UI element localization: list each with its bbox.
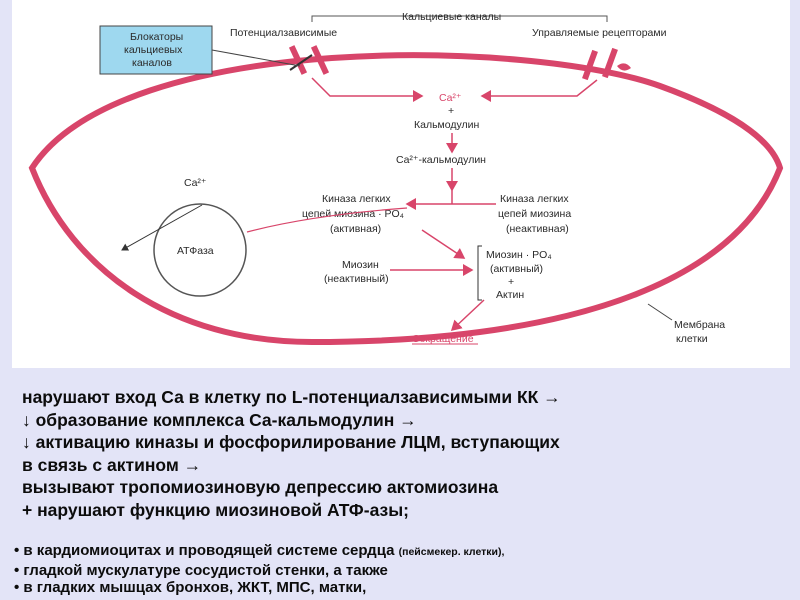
voltage-dependent-label: Потенциалзависимые (230, 27, 337, 39)
mlck-active: Киназа легких цепей миозина · PO₄ (актив… (302, 193, 404, 235)
calcium-channels-label: Кальциевые каналы (402, 11, 501, 23)
blockers-box: Блокаторы кальциевых каналов (99, 25, 301, 75)
svg-text:цепей миозина · PO₄: цепей миозина · PO₄ (302, 208, 404, 220)
svg-text:(активный): (активный) (490, 263, 543, 275)
membrane-label-2: клетки (676, 333, 708, 345)
text-line: ↓ образование комплекса Са-кальмодулин → (22, 409, 417, 430)
svg-text:Киназа легких: Киназа легких (322, 193, 391, 205)
ca-top-label: Ca²⁺ (439, 92, 462, 104)
text-line: + нарушают функцию миозиновой АТФ-азы; (22, 499, 409, 520)
receptor-operated-label: Управляемые рецепторами (532, 27, 667, 39)
plus-sign: + (448, 105, 454, 117)
atpase-circle (153, 203, 247, 297)
svg-text:кальциевых: кальциевых (124, 44, 183, 56)
mechanism-text: нарушают вход Са в клетку по L-потенциал… (22, 386, 792, 521)
svg-text:(неактивный): (неактивный) (324, 273, 389, 285)
bullet-list: • в кардиомиоцитах и проводящей системе … (14, 542, 794, 597)
bullet-item: • в гладких мышцах бронхов, ЖКТ, МПС, ма… (14, 579, 367, 596)
svg-text:+: + (508, 276, 514, 288)
mlck-inactive: Киназа легких цепей миозина (неактивная) (498, 193, 571, 235)
svg-text:Миозин: Миозин (342, 259, 379, 271)
svg-text:Киназа легких: Киназа легких (500, 193, 569, 205)
cell-membrane (28, 52, 784, 346)
svg-text:цепей миозина: цепей миозина (498, 208, 571, 220)
receptor-channel-icon (582, 47, 631, 81)
voltage-channel-icon (288, 45, 330, 75)
calmodulin-label: Кальмодулин (414, 119, 480, 131)
text-line: вызывают тропомиозиновую депрессию актом… (22, 477, 499, 497)
ca-calmodulin-label: Ca²⁺-кальмодулин (396, 154, 486, 166)
cell-diagram: Кальциевые каналы Потенциалзависимые Упр… (12, 0, 790, 368)
bullet-item: • в кардиомиоцитах и проводящей системе … (14, 542, 505, 559)
membrane-label: Мембрана (674, 319, 725, 331)
svg-text:(неактивная): (неактивная) (506, 223, 569, 235)
bullet-item: • гладкой мускулатуре сосудистой стенки,… (14, 561, 388, 579)
contraction-label: Сокращение (412, 333, 474, 345)
svg-text:Актин: Актин (496, 289, 524, 301)
svg-text:каналов: каналов (132, 57, 172, 69)
svg-text:Миозин · PO₄: Миозин · PO₄ (486, 249, 552, 261)
myosin-active: Миозин · PO₄ (активный) + Актин (477, 245, 552, 301)
ca-left-label: Ca²⁺ (184, 177, 207, 189)
text-line: ↓ активацию киназы и фосфорилирование ЛЦ… (22, 432, 560, 452)
svg-text:Блокаторы: Блокаторы (130, 31, 183, 43)
atpase-label: АТФаза (177, 245, 214, 257)
myosin-inactive: Миозин (неактивный) (324, 259, 389, 285)
svg-text:(активная): (активная) (330, 223, 381, 235)
text-line: нарушают вход Са в клетку по L-потенциал… (22, 387, 561, 407)
text-line: в связь с актином → (22, 454, 202, 475)
